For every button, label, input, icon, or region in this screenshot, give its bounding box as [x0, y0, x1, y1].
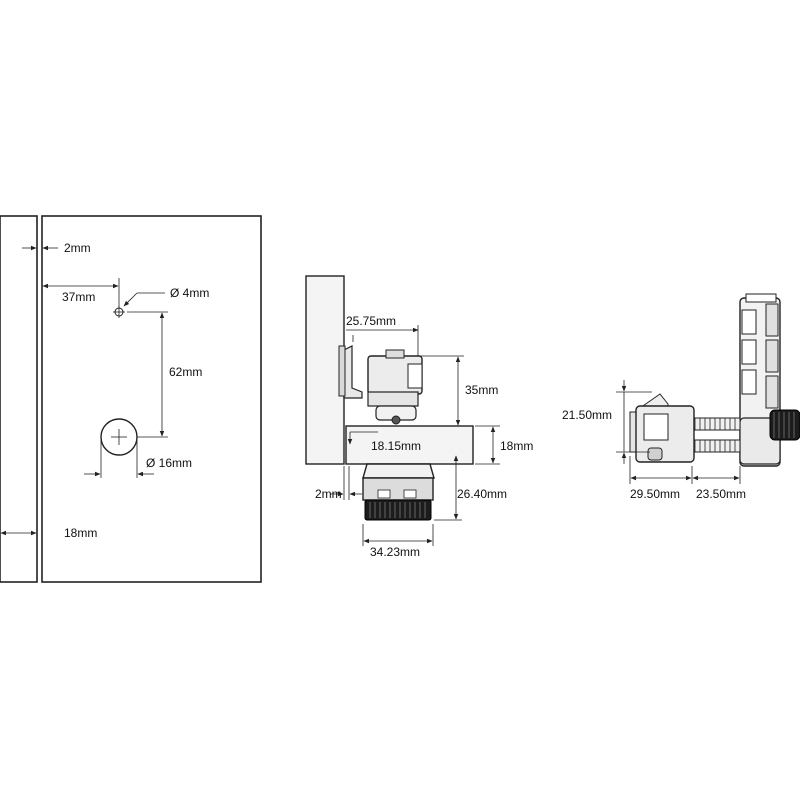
side-view: 25.75mm 35mm 18.15mm 18mm — [305, 275, 533, 559]
panel-thickness-label: 18mm — [64, 526, 97, 540]
top-offset-label: 25.75mm — [346, 314, 396, 328]
lock-knob — [362, 463, 435, 521]
mounting-bracket — [343, 345, 363, 399]
hole-spacing-label: 62mm — [169, 365, 202, 379]
panel-thickness-side-label: 18mm — [500, 439, 533, 453]
large-hole-diameter-label: Ø 16mm — [146, 456, 192, 470]
small-hole-diameter-label: Ø 4mm — [170, 286, 209, 300]
knob-depth-label: 26.40mm — [457, 487, 507, 501]
large-hole: Ø 16mm — [84, 418, 192, 478]
lock-body — [367, 349, 423, 425]
side-dimensions: 25.75mm 35mm 18.15mm 18mm — [346, 314, 533, 465]
rear-height-label: 21.50mm — [562, 408, 612, 422]
lock-height-label: 35mm — [465, 383, 498, 397]
rear-body-depth-label: 29.50mm — [630, 487, 680, 501]
rear-knob — [769, 409, 800, 441]
door-gap-label: 2mm — [64, 241, 91, 255]
gap-dimension: 2mm — [22, 238, 91, 258]
rear-lock-body — [629, 393, 695, 463]
threaded-shaft — [689, 417, 741, 453]
hole-spacing-dimension: 62mm — [127, 311, 202, 438]
door-panel — [41, 215, 262, 583]
body-offset-label: 18.15mm — [371, 439, 421, 453]
hole-offset-label: 37mm — [62, 290, 95, 304]
rear-dimensions: 21.50mm 29.50mm 23.50mm — [562, 380, 746, 501]
front-view: 2mm 37mm Ø 4mm 62mm — [0, 215, 262, 583]
cabinet-side-panel — [0, 215, 38, 583]
small-hole: Ø 4mm — [113, 286, 209, 318]
side-panel — [305, 275, 345, 465]
side-bottom-dimensions: 2mm 26.40mm 34.23mm — [315, 455, 507, 559]
rear-view: 21.50mm 29.50mm 23.50mm — [562, 293, 800, 501]
panel-thickness-dimension: 18mm — [0, 526, 97, 540]
knob-width-label: 34.23mm — [370, 545, 420, 559]
rear-knob-depth-label: 23.50mm — [696, 487, 746, 501]
gap-side-label: 2mm — [315, 487, 342, 501]
